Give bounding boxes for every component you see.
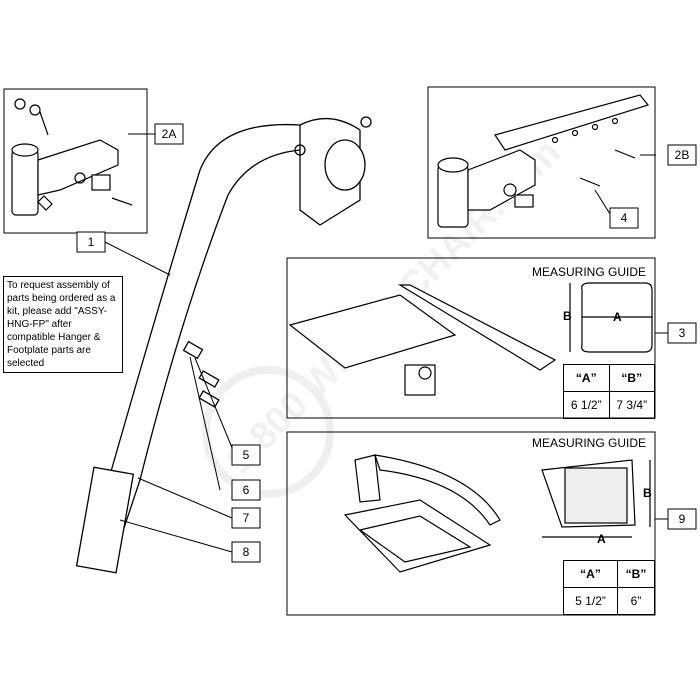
- footplate-9: [343, 454, 501, 573]
- guide3-title: MEASURING GUIDE: [532, 265, 646, 279]
- callout-7: 7: [243, 511, 250, 525]
- callout-2a: 2A: [162, 127, 177, 141]
- callout-6: 6: [243, 483, 250, 497]
- callout-box-2b: [667, 144, 697, 166]
- callout-box-9: [667, 508, 697, 530]
- callout-box-2a: [154, 123, 184, 145]
- callout-box-1: [76, 231, 106, 253]
- box-2b: [427, 86, 656, 239]
- guide9-dim-a: A: [597, 532, 606, 546]
- guide9-plate: [541, 459, 651, 538]
- guide9-table: “A”“B” 5 1/2”6”: [562, 560, 655, 615]
- callout-5: 5: [243, 448, 250, 462]
- hanger-hinge-2a: [11, 98, 133, 216]
- callout-box-3: [667, 322, 697, 344]
- assembly-note: To request assembly of parts being order…: [3, 276, 123, 373]
- hanger-tube: [75, 116, 372, 574]
- box-9: [286, 431, 656, 616]
- guide3-dim-b: B: [563, 309, 572, 323]
- callout-1: 1: [88, 235, 95, 249]
- guide9-col-b: “B”: [617, 560, 655, 588]
- leader-lines: [104, 133, 668, 553]
- callout-4: 4: [621, 211, 628, 225]
- guide3-val-a: 6 1/2”: [563, 391, 610, 419]
- guide9-val-b: 6”: [617, 587, 655, 615]
- callout-box-8: [231, 541, 261, 563]
- callout-8: 8: [243, 545, 250, 559]
- guide3-plate: [569, 282, 653, 353]
- guide3-table: “A”“B” 6 1/2”7 3/4”: [563, 364, 655, 419]
- callout-box-4: [609, 207, 639, 229]
- guide3-col-a: “A”: [563, 364, 610, 392]
- hanger-hinge-2b: [437, 94, 650, 228]
- guide9-dim-b: B: [643, 486, 652, 500]
- callout-9: 9: [679, 512, 686, 526]
- footplate-3: [288, 284, 557, 396]
- guide9-val-a: 5 1/2”: [562, 587, 619, 615]
- callout-box-7: [231, 507, 261, 529]
- callout-2b: 2B: [675, 148, 690, 162]
- guide3-val-b: 7 3/4”: [608, 391, 655, 419]
- guide3-dim-a: A: [613, 310, 622, 324]
- box-2a: [3, 88, 148, 234]
- callout-box-6: [231, 479, 261, 501]
- callout-3: 3: [679, 326, 686, 340]
- box-3: [286, 257, 656, 419]
- callout-box-5: [231, 444, 261, 466]
- guide3-col-b: “B”: [608, 364, 655, 392]
- guide9-col-a: “A”: [562, 560, 619, 588]
- guide9-title: MEASURING GUIDE: [532, 436, 646, 450]
